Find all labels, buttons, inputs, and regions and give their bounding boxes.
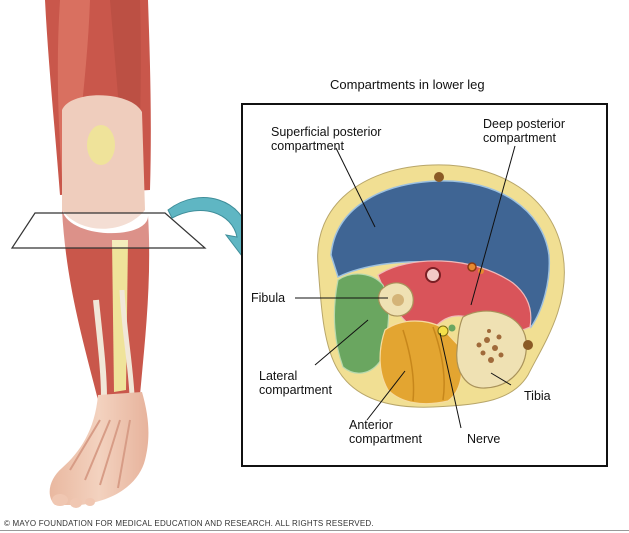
label-anterior: Anterior compartment xyxy=(349,418,422,446)
cross-section-frame: Superficial posterior compartment Deep p… xyxy=(241,103,608,467)
label-nerve: Nerve xyxy=(467,432,501,446)
bottom-divider xyxy=(0,530,629,531)
kneecap xyxy=(87,125,115,165)
label-fibula: Fibula xyxy=(251,291,286,305)
copyright-notice: © MAYO FOUNDATION FOR MEDICAL EDUCATION … xyxy=(4,519,374,528)
nerve-bundle xyxy=(437,325,449,337)
tibia-bone xyxy=(456,310,527,389)
label-tibia: Tibia xyxy=(524,389,551,403)
leg-illustration xyxy=(10,0,207,508)
label-lateral: Lateral compartment xyxy=(259,369,332,397)
label-deep-posterior: Deep posterior compartment xyxy=(483,117,565,145)
section-plane xyxy=(10,212,207,249)
diagram-title: Compartments in lower leg xyxy=(330,77,485,92)
cross-section-illustration xyxy=(295,145,565,429)
label-superficial-posterior: Superficial posterior compartment xyxy=(271,125,382,153)
